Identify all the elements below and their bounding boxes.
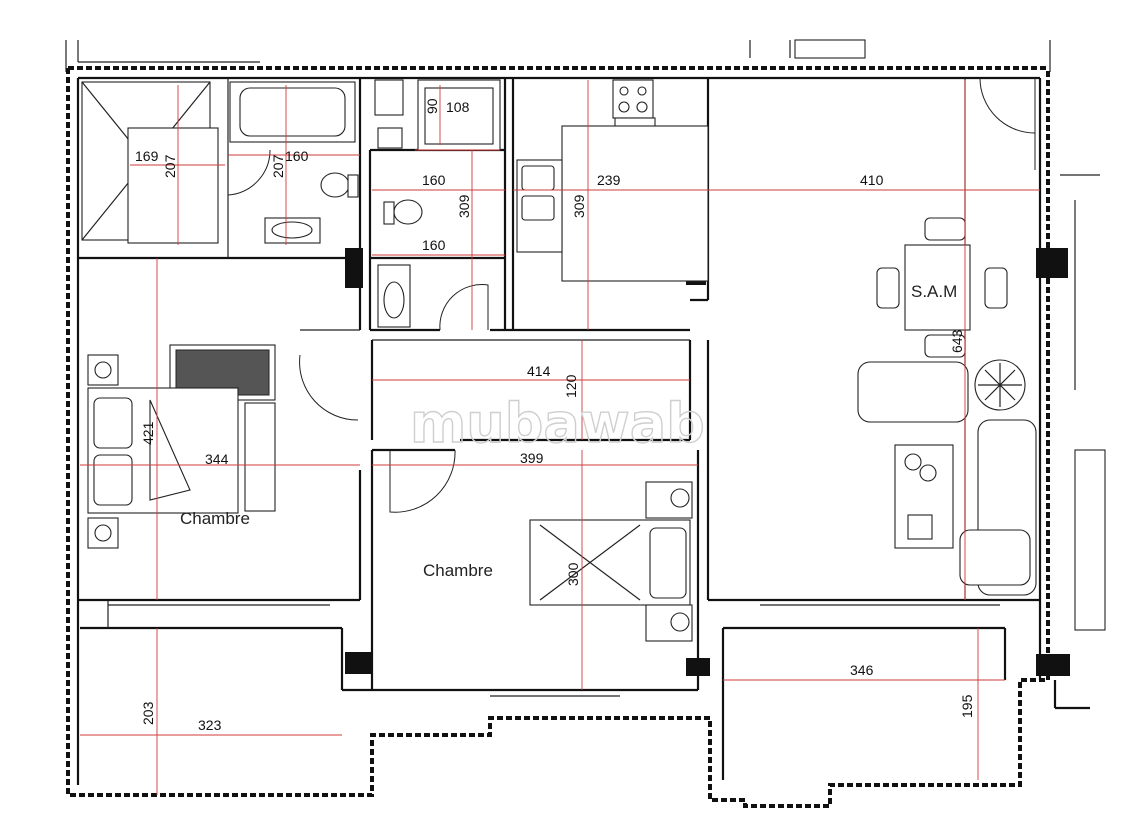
- dim-421: 421: [140, 421, 156, 445]
- room-labels: Chambre Chambre S.A.M: [180, 282, 957, 580]
- dim-410: 410: [860, 172, 884, 188]
- doors: [227, 77, 1036, 513]
- room-label-sam: S.A.M: [911, 282, 957, 301]
- toilet-icon-2: [393, 199, 423, 225]
- dimension-lines: [80, 80, 1040, 795]
- dim-346: 346: [850, 662, 874, 678]
- dim-169: 169: [135, 148, 159, 164]
- watermark: mubawab: [410, 392, 705, 455]
- dim-90: 90: [424, 98, 440, 114]
- stove-icon: [612, 79, 654, 119]
- dimension-labels: 108 90 169 207 207 160 160 309 160 239 3…: [135, 98, 975, 733]
- dim-160-c: 160: [422, 237, 446, 253]
- dim-207-b: 207: [270, 154, 286, 178]
- kitchen: [516, 79, 709, 282]
- center-bedroom-furniture: [529, 481, 693, 642]
- dim-309-b: 309: [571, 194, 587, 218]
- wardrobe-icon: [244, 402, 276, 512]
- room-label-chambre-left: Chambre: [180, 509, 250, 528]
- dim-239: 239: [597, 172, 621, 188]
- top-neighbor-strip: [65, 39, 1051, 72]
- dim-160-b: 160: [422, 172, 446, 188]
- dim-120: 120: [563, 374, 579, 398]
- armchair-icon: [857, 361, 969, 423]
- toilet-icon: [320, 172, 350, 198]
- dim-195: 195: [959, 694, 975, 718]
- dim-160-a: 160: [285, 148, 309, 164]
- dim-344: 344: [205, 451, 229, 467]
- dim-323: 323: [198, 717, 222, 733]
- bath-fixtures: [81, 79, 501, 328]
- dim-203: 203: [140, 701, 156, 725]
- dim-300: 300: [565, 562, 581, 586]
- dim-399: 399: [520, 450, 544, 466]
- dining-table-icon: [904, 244, 971, 331]
- dim-309-a: 309: [456, 194, 472, 218]
- dim-207-a: 207: [162, 154, 178, 178]
- dim-414: 414: [527, 363, 551, 379]
- dim-108: 108: [446, 99, 470, 115]
- dim-643: 643: [949, 329, 965, 353]
- exterior-walls: [66, 66, 1050, 808]
- living-furniture: [857, 217, 1037, 596]
- right-neighbor-strip: [1053, 174, 1106, 710]
- room-label-chambre-center: Chambre: [423, 561, 493, 580]
- left-bedroom-furniture: [87, 344, 276, 549]
